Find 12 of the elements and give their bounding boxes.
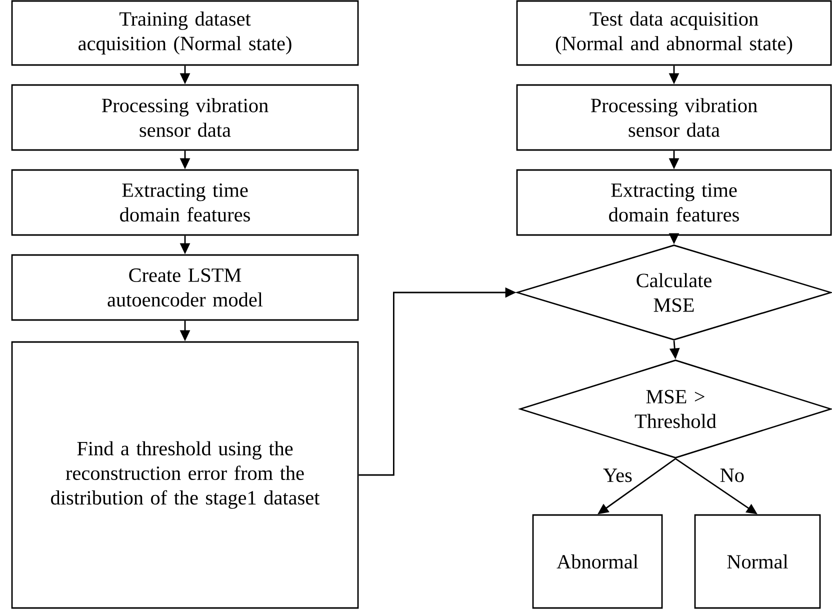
process-box: Processing vibration sensor data — [11, 84, 359, 151]
edge-label: Yes — [601, 466, 634, 484]
process-box: Test data acquisition (Normal and abnormal state) — [516, 0, 832, 66]
process-box: Processing vibration sensor data — [516, 84, 832, 151]
process-box: Normal — [694, 514, 821, 609]
process-box: Abnormal — [532, 514, 663, 609]
process-box: Create LSTM autoencoder model — [11, 254, 359, 321]
process-box: Training dataset acquisition (Normal state) — [11, 0, 359, 66]
process-box: Find a threshold using the reconstruction error from the distribution of the stage1 dataset — [11, 341, 359, 609]
edge-label: No — [718, 466, 746, 484]
process-box: Extracting time domain features — [11, 169, 359, 236]
process-box: Extracting time domain features — [516, 169, 832, 236]
